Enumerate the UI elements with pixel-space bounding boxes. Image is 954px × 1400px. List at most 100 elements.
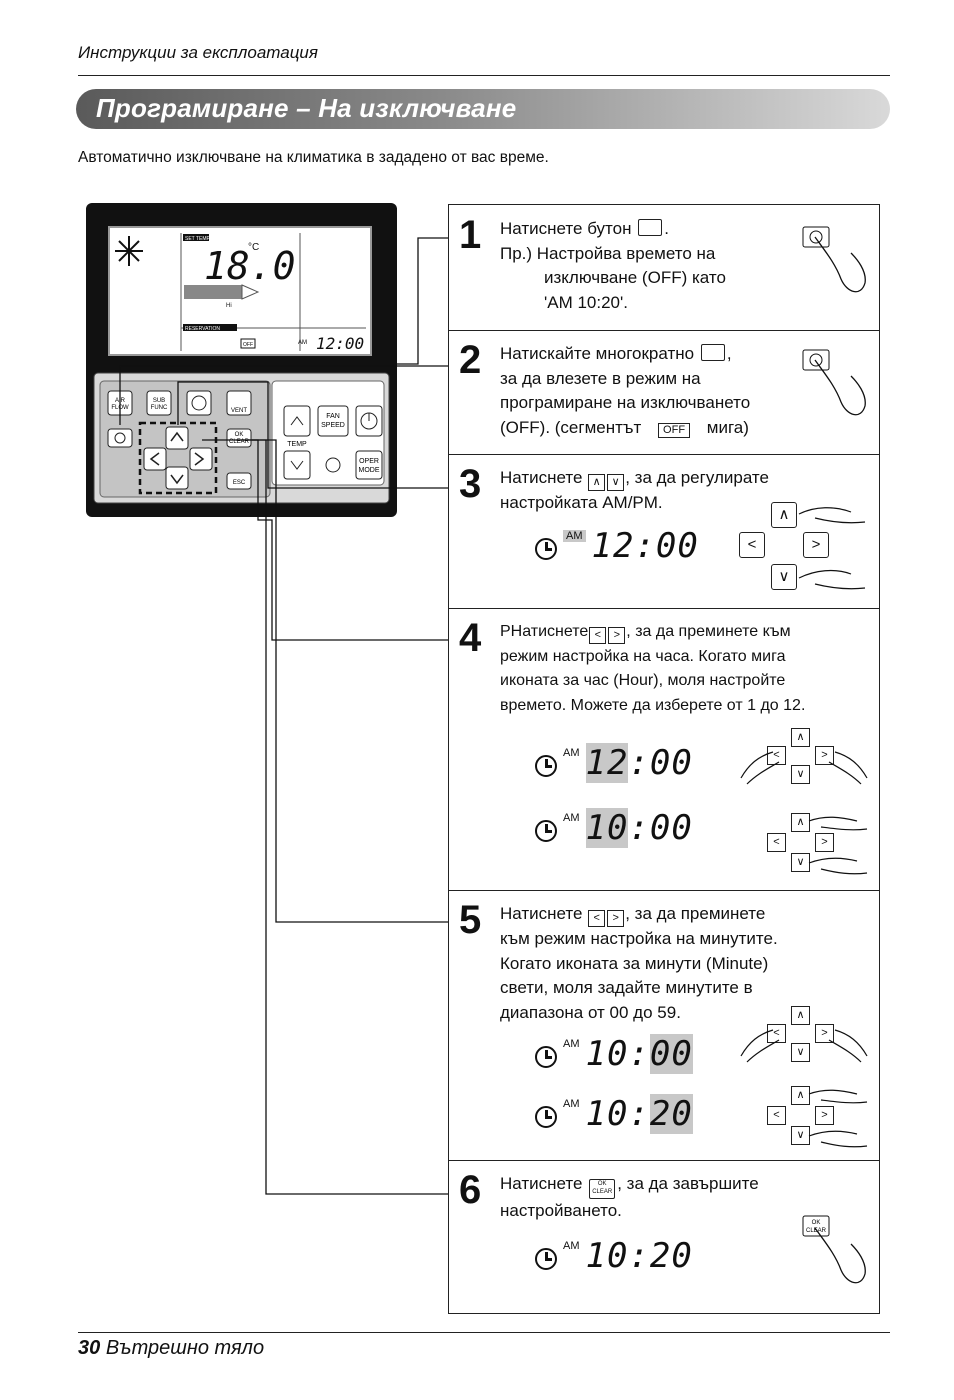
lcd-display: AM 12:00 [535, 743, 693, 783]
svg-text:OK: OK [235, 432, 244, 438]
step-number: 4 [459, 616, 482, 660]
hand-icon [798, 507, 866, 590]
steps-panel: 1 Натиснете бутон . Пр.) Настройва време… [448, 204, 880, 1314]
down-arrow-icon: ∨ [791, 765, 810, 784]
up-arrow-icon: ∧ [791, 728, 810, 747]
step-2: 2 Натискайте многократно , за да влезете… [449, 330, 879, 455]
step-number: 6 [459, 1168, 482, 1212]
step-line: , за да регулирате [625, 468, 769, 487]
ok-clear-button-icon: OK CLEAR [589, 1179, 616, 1199]
step-line: Натиснете [500, 904, 583, 923]
clock-icon [535, 1248, 557, 1270]
off-segment: OFF [658, 422, 691, 438]
left-arrow-icon: < [739, 532, 765, 558]
lcd-temperature: 18.0 [204, 244, 296, 288]
up-button-icon: ∧ [588, 474, 606, 491]
svg-text:°C: °C [248, 242, 259, 253]
step-line: Натиснете бутон [500, 219, 632, 238]
page-footer: 30 Вътрешно тяло [78, 1337, 264, 1360]
lcd-set-temp: SET TEMP [185, 236, 210, 242]
left-arrow-icon: < [767, 746, 786, 765]
hour-digits: 10: [585, 1034, 650, 1074]
step-line: PНатиснете [500, 623, 589, 640]
time-digits: 10:00 [585, 808, 693, 848]
svg-text:SUB: SUB [153, 398, 165, 404]
svg-text:RESERVATION: RESERVATION [185, 326, 220, 332]
hand-press-timer-icon [802, 226, 866, 293]
running-header: Инструкции за експлоатация [78, 43, 318, 62]
step-3: 3 Натиснете ∧∨, за да регулирате настрой… [449, 454, 879, 609]
svg-text:ESC: ESC [233, 480, 246, 486]
minute-digits: 00 [649, 1034, 693, 1074]
clock-icon [535, 1046, 557, 1068]
am-indicator: AM [563, 530, 586, 542]
time-digits: 10:00 [585, 1034, 693, 1074]
step-text: Натиснете <>, за да преминете към режим … [500, 902, 850, 1025]
svg-text:12:00: 12:00 [316, 334, 364, 353]
svg-text:CLEAR: CLEAR [806, 1228, 827, 1234]
up-arrow-icon: ∧ [791, 1006, 810, 1025]
am-indicator: AM [563, 812, 580, 824]
up-arrow-icon: ∧ [771, 502, 797, 528]
step-1: 1 Натиснете бутон . Пр.) Настройва време… [449, 205, 879, 331]
arrow-pad-illustration: ∧ < > ∨ [739, 728, 869, 788]
step-text: Натискайте многократно , за да влезете в… [500, 342, 810, 440]
lcd-display: AM 10:20 [535, 1094, 693, 1134]
hands-icon [740, 751, 868, 785]
minute-digits: :00 [628, 808, 693, 848]
left-arrow-icon: < [767, 1024, 786, 1043]
step-6: 6 Натиснете OK CLEAR, за да завършите на… [449, 1160, 879, 1313]
step-line: , за да завършите [617, 1174, 759, 1193]
step-line: изключване (OFF) като [544, 268, 726, 287]
hand-press-ok-icon: OK CLEAR [802, 1215, 866, 1284]
svg-text:OPER: OPER [359, 458, 379, 465]
step-4: 4 PНатиснете<>, за да преминете към режи… [449, 608, 879, 891]
am-indicator: AM [563, 747, 580, 759]
hand-press-timer-icon [802, 349, 866, 416]
svg-text:FAN: FAN [326, 413, 340, 420]
remote-controller-illustration: SET TEMP 18.0 °C Hi RESERVATION OFF AM 1… [86, 203, 397, 517]
svg-text:TEMP: TEMP [287, 441, 307, 448]
step-line: настройването. [500, 1201, 622, 1220]
step-line: мига) [706, 417, 749, 437]
step-line: към режим настройка на минутите. [500, 929, 778, 948]
step-line: Натиснете [500, 1174, 583, 1193]
intro-text: Автоматично изключване на климатика в за… [78, 149, 549, 166]
right-arrow-icon: > [815, 1024, 834, 1043]
timer-button-icon [638, 219, 663, 236]
hour-digits: 12 [585, 743, 629, 783]
clock-icon [535, 538, 557, 560]
step-line: програмиране на изключването [500, 393, 751, 412]
svg-text:MODE: MODE [359, 467, 380, 474]
clock-icon [535, 820, 557, 842]
step-line: Пр.) Настройва времето на [500, 243, 716, 263]
svg-text:CLEAR: CLEAR [229, 439, 250, 445]
step-line: времето. Можете да изберете от 1 до 12. [500, 696, 806, 714]
minute-digits: :00 [628, 743, 693, 783]
title-banner: Програмиране – На изключване [76, 89, 890, 129]
time-digits: 12:00 [585, 743, 693, 783]
right-arrow-icon: > [815, 746, 834, 765]
page-number: 30 [78, 1337, 101, 1359]
step-line: иконата за час (Hour), моля настройте [500, 672, 786, 689]
am-indicator: AM [563, 1038, 580, 1050]
step-number: 1 [459, 213, 482, 257]
right-arrow-icon: > [815, 1106, 834, 1125]
header-rule [78, 75, 890, 76]
arrow-pad-illustration: ∧ < > ∨ [739, 1006, 869, 1066]
step-line: , за да преминете [625, 904, 766, 923]
minute-digits: 20 [649, 1094, 693, 1134]
step-line: за да влезете в режим на [500, 368, 701, 388]
step-line: Натискайте многократно [500, 344, 695, 363]
svg-text:VENT: VENT [231, 408, 247, 414]
step-line: . [664, 219, 669, 238]
left-button-icon: < [588, 910, 606, 927]
step-line: , [726, 344, 732, 363]
timer-button-icon [700, 344, 725, 361]
right-arrow-icon: > [803, 532, 829, 558]
lcd-display: AM 10:00 [535, 1034, 693, 1074]
time-digits: 10:20 [586, 1094, 693, 1134]
right-button-icon: > [608, 627, 626, 644]
step-line: (OFF). (сегментът [500, 417, 642, 437]
